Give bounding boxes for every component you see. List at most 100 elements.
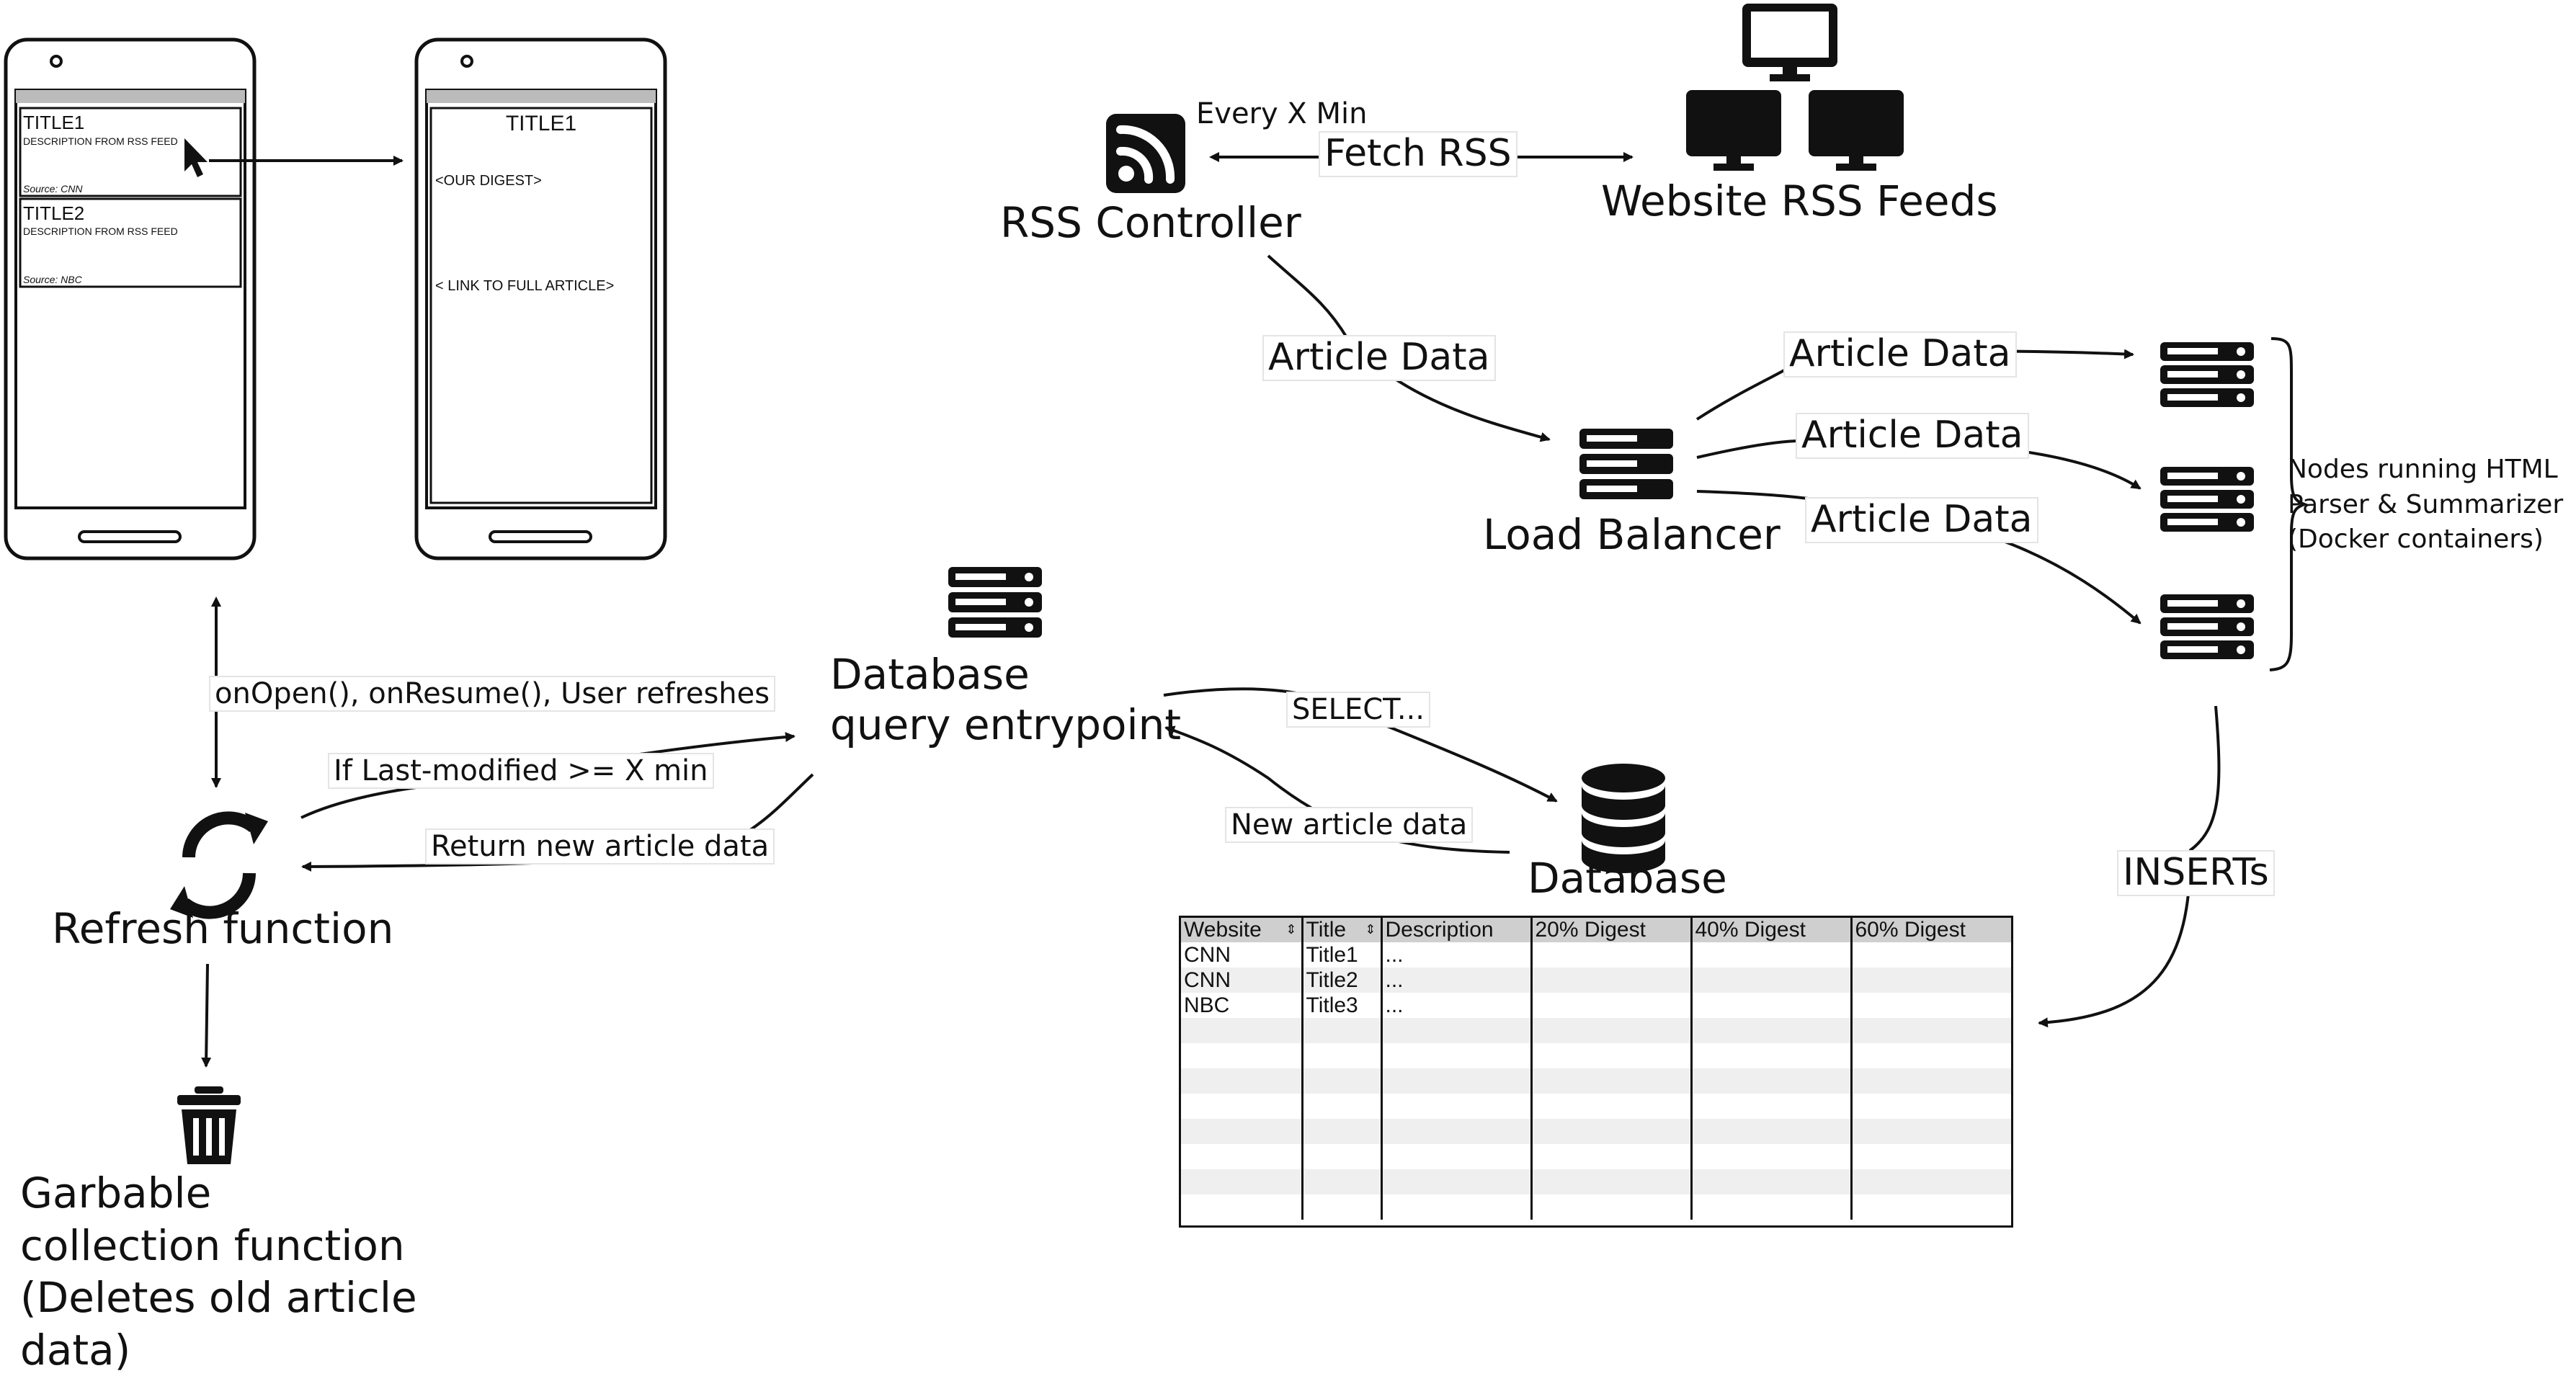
refresh-to-garbage-arrow (201, 963, 212, 1068)
table-cell (1691, 993, 1853, 1018)
sort-icon[interactable]: ⇕ (1285, 922, 1297, 937)
garbage-collection-label: Garbable collection function (Deletes ol… (20, 1169, 417, 1375)
table-cell (1531, 1119, 1693, 1144)
article-data-label: Article Data (1783, 331, 2017, 377)
table-cell (1691, 1018, 1853, 1043)
table-cell (1851, 968, 2011, 993)
article-data-label: Article Data (1805, 497, 2038, 543)
table-cell (1181, 1043, 1303, 1068)
table-row[interactable] (1181, 1144, 2011, 1169)
table-row[interactable] (1181, 1018, 2011, 1043)
server-icon (1579, 429, 1673, 499)
table-cell (1181, 1018, 1303, 1043)
condition-label: If Last-modified >= X min (328, 753, 714, 789)
table-cell (1381, 1043, 1533, 1068)
table-cell (1851, 1144, 2011, 1169)
phone-left (4, 37, 257, 560)
column-header[interactable]: Description (1381, 918, 1533, 942)
new-article-data-label: New article data (1225, 807, 1474, 843)
monitor-icon (1742, 4, 1837, 81)
refresh-trigger-label: onOpen(), onResume(), User refreshes (209, 676, 776, 712)
table-cell (1302, 1169, 1383, 1194)
table-cell (1381, 1094, 1533, 1119)
database-table: Website⇕ Title⇕ Description 20% Digest 4… (1179, 916, 2013, 1228)
db-query-label-line2: query entrypoint (830, 700, 1182, 749)
table-cell (1851, 1068, 2011, 1094)
news-item-source: Source: CNN (23, 183, 83, 195)
article-digest: <OUR DIGEST> (435, 173, 542, 189)
monitor-icon (1809, 90, 1904, 171)
rss-icon (1106, 114, 1185, 193)
nodes-label: Nodes running HTML Parser & Summarizer (… (2288, 455, 2564, 555)
news-item-source: Source: NBC (23, 274, 82, 285)
column-header[interactable]: 60% Digest (1851, 918, 2011, 942)
refresh-function-label: Refresh function (52, 904, 394, 953)
table-cell (1181, 1194, 1303, 1220)
diagram-canvas (4, 4, 2309, 1164)
table-cell (1691, 1119, 1853, 1144)
table-row[interactable] (1181, 1094, 2011, 1119)
column-header[interactable]: Title⇕ (1302, 918, 1383, 942)
table-cell: NBC (1181, 993, 1303, 1018)
table-cell (1302, 1144, 1383, 1169)
server-icon (2160, 594, 2254, 659)
table-row[interactable] (1181, 1119, 2011, 1144)
table-cell (1851, 1043, 2011, 1068)
table-cell: ... (1381, 968, 1533, 993)
news-item-title[interactable]: TITLE2 (23, 202, 85, 224)
table-row[interactable] (1181, 1169, 2011, 1194)
table-cell (1531, 1169, 1693, 1194)
table-cell (1851, 1194, 2011, 1220)
cursor-icon (184, 138, 208, 177)
table-cell (1181, 1169, 1303, 1194)
table-cell (1691, 1043, 1853, 1068)
column-header[interactable]: Website⇕ (1181, 918, 1303, 942)
table-cell (1691, 1068, 1853, 1094)
table-cell (1691, 1144, 1853, 1169)
table-cell (1381, 1068, 1533, 1094)
server-icon (948, 567, 1042, 638)
article-data-label: Article Data (1796, 413, 2029, 459)
news-item-description: DESCRIPTION FROM RSS FEED (23, 135, 178, 147)
table-cell (1302, 1194, 1383, 1220)
column-header[interactable]: 40% Digest (1691, 918, 1853, 942)
table-cell (1181, 1094, 1303, 1119)
table-cell (1302, 1018, 1383, 1043)
table-row[interactable] (1181, 1043, 2011, 1068)
news-item-title[interactable]: TITLE1 (23, 112, 85, 133)
article-data-label: Article Data (1262, 335, 1496, 381)
load-balancer-label: Load Balancer (1483, 510, 1781, 559)
table-cell (1302, 1043, 1383, 1068)
table-cell (1691, 1094, 1853, 1119)
table-cell (1381, 1119, 1533, 1144)
table-cell (1531, 942, 1693, 968)
table-cell (1851, 1169, 2011, 1194)
table-cell: Title2 (1302, 968, 1383, 993)
database-icon (1582, 764, 1665, 873)
table-cell (1531, 1094, 1693, 1119)
table-cell (1531, 1144, 1693, 1169)
table-cell: CNN (1181, 942, 1303, 968)
table-row[interactable] (1181, 1068, 2011, 1094)
table-cell (1531, 993, 1693, 1018)
return-data-label: Return new article data (425, 828, 775, 865)
table-cell: ... (1381, 942, 1533, 968)
fetch-rss-label: Fetch RSS (1319, 131, 1517, 177)
table-cell (1851, 1094, 2011, 1119)
article-link[interactable]: < LINK TO FULL ARTICLE> (435, 278, 615, 294)
table-row[interactable] (1181, 1194, 2011, 1220)
table-cell (1181, 1119, 1303, 1144)
table-cell: ... (1381, 993, 1533, 1018)
column-header[interactable]: 20% Digest (1531, 918, 1693, 942)
table-cell (1531, 1068, 1693, 1094)
nodes-brace (2269, 337, 2309, 671)
sort-icon[interactable]: ⇕ (1365, 922, 1376, 937)
inserts-label: INSERTs (2117, 850, 2275, 896)
table-cell (1381, 1018, 1533, 1043)
table-cell (1381, 1144, 1533, 1169)
table-cell (1181, 1144, 1303, 1169)
